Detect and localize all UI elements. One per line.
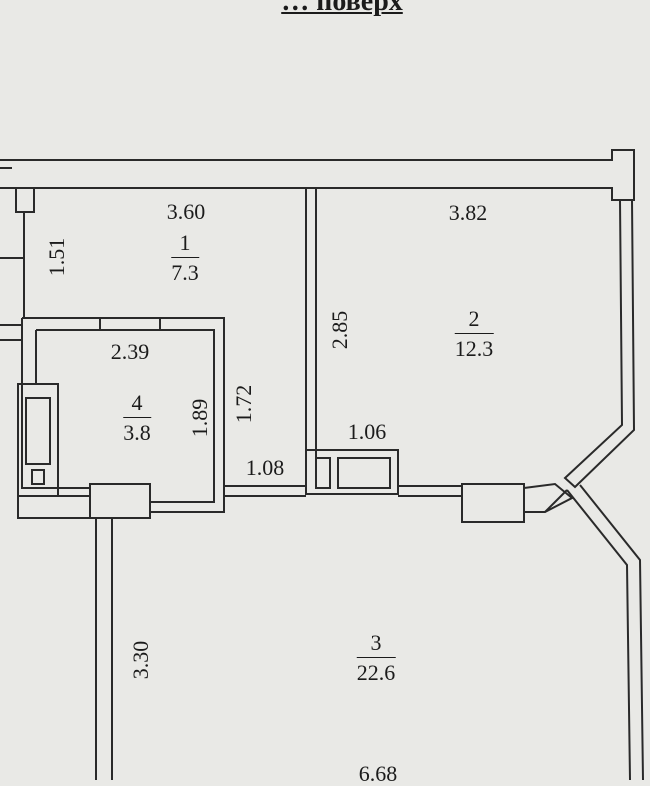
dim-room3-depth: 3.30 [128,640,153,680]
door-block-room4 [89,483,151,519]
right-lower-wall [566,484,644,780]
dim-door-width-a: 1.06 [347,419,387,444]
dim-room2-depth: 2.85 [327,310,352,350]
partition-wall-1-2 [305,188,317,473]
room-number: 4 [123,392,151,418]
room-area: 3.8 [123,420,151,445]
bathtub [17,383,59,497]
right-exterior-wall [563,199,636,489]
dim-room2-width: 3.82 [448,200,488,225]
dim-door-width-b: 1.08 [245,455,285,480]
room-area: 7.3 [171,260,199,285]
dim-room1-left-depth: 1.51 [44,237,69,277]
room3-left-wall [95,518,113,780]
room-label-3: 3 22.6 [356,632,396,685]
door-block-right [461,483,525,523]
room-area: 22.6 [356,660,396,685]
room-number: 1 [171,232,199,258]
room-label-1: 1 7.3 [171,232,199,284]
left-pillar [15,187,35,213]
left-edge-wall [0,324,22,341]
floor-title: … поверх [281,0,403,17]
dim-room4-width: 2.39 [110,339,150,364]
dim-room1-width: 3.60 [166,199,206,224]
room-label-4: 4 3.8 [123,392,151,444]
room-label-2: 2 12.3 [454,308,494,361]
dim-room3-width: 6.68 [358,761,398,786]
radiator-unit [305,449,399,495]
room4-walls [21,317,225,513]
top-exterior-wall [0,149,635,201]
room-number: 2 [454,308,494,334]
dim-corridor-depth: 1.72 [231,384,256,424]
room-area: 12.3 [454,336,494,361]
room-number: 3 [356,632,396,658]
dim-room4-depth: 1.89 [187,398,212,438]
